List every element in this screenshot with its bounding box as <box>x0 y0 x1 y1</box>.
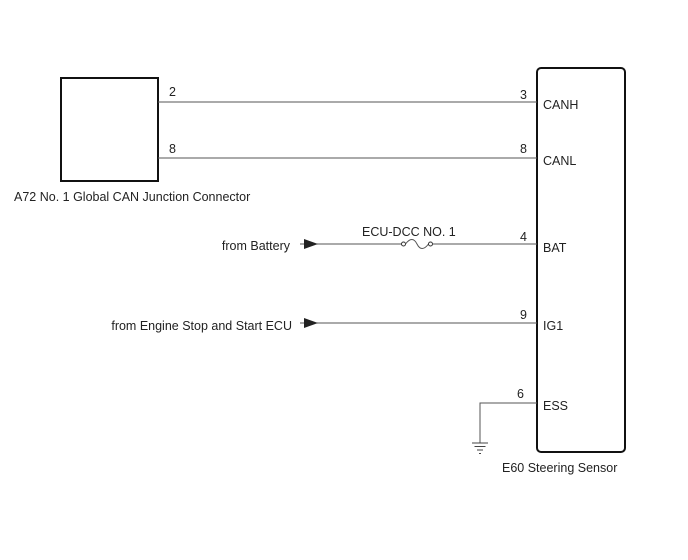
sensor-pin-4: 4 <box>520 230 527 244</box>
sensor-pin-8: 8 <box>520 142 527 156</box>
sensor-pin-6: 6 <box>517 387 524 401</box>
from-battery-label: from Battery <box>222 239 291 253</box>
wire-ess <box>479 402 537 443</box>
terminal-ess: ESS <box>543 399 568 413</box>
ground-icon <box>472 442 488 454</box>
arrow-engine-ecu-icon <box>304 318 318 328</box>
terminal-bat: BAT <box>543 241 567 255</box>
fuse-terminal-left <box>401 241 406 247</box>
sensor-pin-9: 9 <box>520 308 527 322</box>
terminal-canl: CANL <box>543 154 576 168</box>
arrow-battery-icon <box>304 239 318 249</box>
terminal-ig1: IG1 <box>543 319 563 333</box>
fuse-terminal-right <box>428 241 433 247</box>
connector-a72-pin-8: 8 <box>169 142 176 156</box>
sensor-pin-3: 3 <box>520 88 527 102</box>
connector-a72-label: A72 No. 1 Global CAN Junction Connector <box>14 190 250 204</box>
fuse-ecu-dcc-symbol <box>405 239 429 249</box>
steering-sensor-e60-label: E60 Steering Sensor <box>502 461 617 475</box>
connector-a72-box <box>60 77 159 182</box>
from-engine-ecu-label: from Engine Stop and Start ECU <box>111 319 292 333</box>
steering-sensor-e60-box <box>536 67 626 453</box>
terminal-canh: CANH <box>543 98 578 112</box>
connector-a72-pin-2: 2 <box>169 85 176 99</box>
fuse-label: ECU-DCC NO. 1 <box>362 225 456 239</box>
